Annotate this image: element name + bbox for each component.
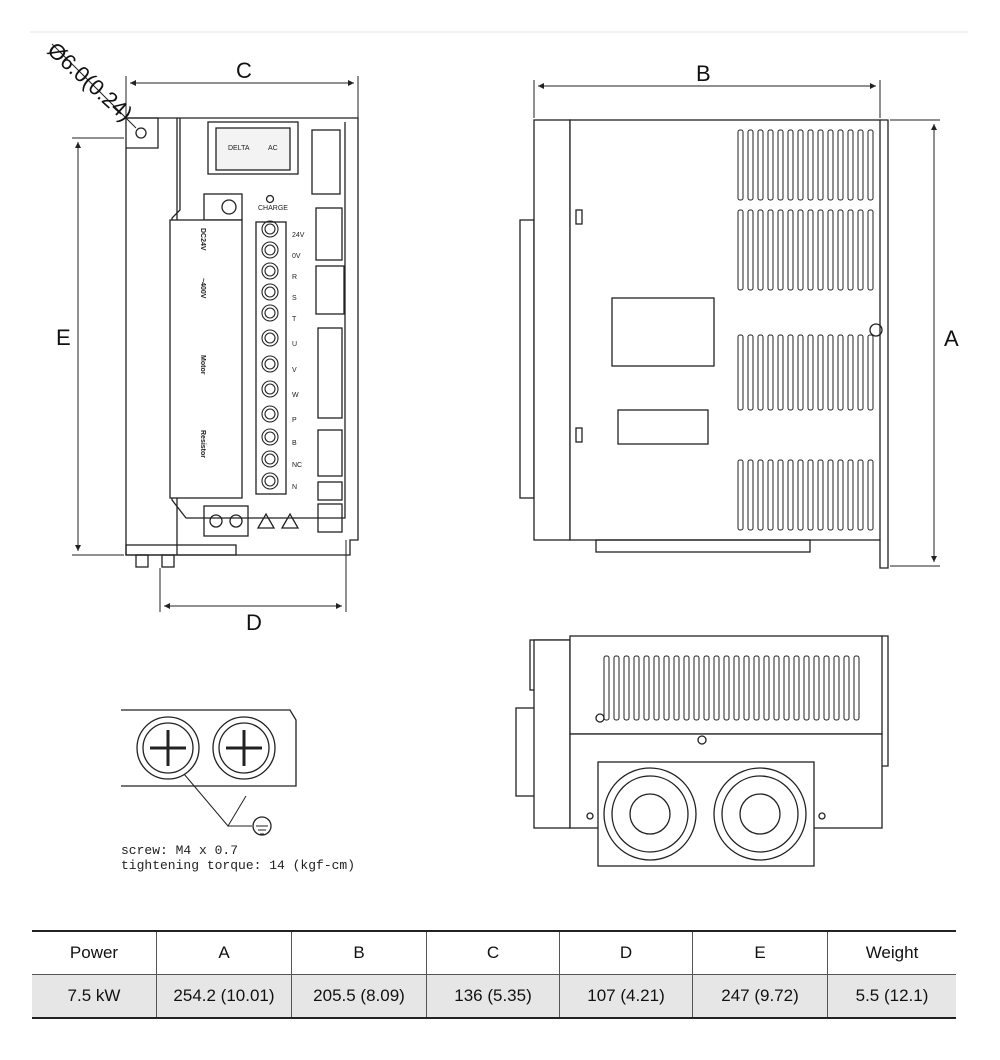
terminal-screw bbox=[261, 355, 279, 373]
table-header: A bbox=[156, 930, 292, 975]
side-label-window bbox=[611, 297, 715, 367]
terminal-screw bbox=[261, 220, 279, 238]
table-cell: 205.5 (8.09) bbox=[291, 974, 427, 1019]
table-header-row: Power A B C D E Weight bbox=[32, 930, 956, 975]
front-view: DELTA AC CHARGE bbox=[125, 117, 359, 568]
svg-text:AC: AC bbox=[268, 145, 278, 152]
terminal-screw bbox=[261, 283, 279, 301]
torque-note: tightening torque: 14 (kgf-cm) bbox=[121, 858, 356, 873]
dimension-drawing: DELTA AC CHARGE 24V 0V R S T bbox=[30, 31, 968, 867]
terminal-label: NC bbox=[292, 462, 302, 469]
terminal-screw bbox=[261, 450, 279, 468]
terminal-screw bbox=[261, 304, 279, 322]
screw-note: screw: M4 x 0.7 bbox=[121, 843, 239, 858]
terminal-screw bbox=[261, 428, 279, 446]
terminal-screw bbox=[261, 329, 279, 347]
side-view bbox=[519, 119, 889, 569]
charge-led bbox=[265, 194, 275, 204]
table-header: Power bbox=[32, 930, 157, 975]
fan-left bbox=[603, 767, 697, 861]
terminal-label: 0V bbox=[292, 253, 301, 260]
terminal-screw bbox=[261, 472, 279, 490]
terminal-screw bbox=[261, 262, 279, 280]
charge-label: CHARGE bbox=[258, 205, 288, 212]
mounting-hole bbox=[135, 127, 147, 139]
dimension-table: Power A B C D E Weight 7.5 kW 254.2 (10.… bbox=[32, 930, 956, 1019]
dimension-d-label: D bbox=[246, 610, 262, 635]
dimension-e-label: E bbox=[56, 325, 71, 350]
ground-screw-detail bbox=[121, 709, 297, 836]
terminal-label: T bbox=[292, 316, 297, 323]
terminal-label: R bbox=[292, 274, 297, 281]
dimension-c-label: C bbox=[236, 58, 252, 83]
terminal-label: 24V bbox=[292, 232, 305, 239]
terminal-label: P bbox=[292, 417, 297, 424]
table-header: C bbox=[426, 930, 560, 975]
terminal-label: S bbox=[292, 295, 297, 302]
table-cell: 254.2 (10.01) bbox=[156, 974, 292, 1019]
group-label-motor: Motor bbox=[199, 355, 206, 375]
group-label-resistor: Resistor bbox=[199, 430, 206, 458]
group-label-dc24v: DC24V bbox=[199, 228, 206, 251]
table-cell: 247 (9.72) bbox=[692, 974, 828, 1019]
bottom-view bbox=[515, 635, 889, 867]
hole-diameter-label: Ø6.0(0.24) bbox=[43, 37, 138, 126]
terminal-label: W bbox=[292, 392, 299, 399]
side-label-window bbox=[617, 409, 709, 445]
terminal-block: 24V 0V R S T U V W P B NC N DC24V ~400V … bbox=[199, 220, 305, 491]
table-header: Weight bbox=[827, 930, 956, 975]
table-cell: 5.5 (12.1) bbox=[827, 974, 956, 1019]
ground-icon bbox=[252, 816, 272, 836]
terminal-screw bbox=[261, 241, 279, 259]
table-row: 7.5 kW 254.2 (10.01) 205.5 (8.09) 136 (5… bbox=[32, 974, 956, 1019]
table-header: E bbox=[692, 930, 828, 975]
table-header: B bbox=[291, 930, 427, 975]
ground-screw-right bbox=[212, 716, 276, 780]
table-header: D bbox=[559, 930, 693, 975]
terminal-label: B bbox=[292, 440, 297, 447]
svg-text:DELTA: DELTA bbox=[228, 145, 250, 152]
group-label-ac400v: ~400V bbox=[199, 278, 206, 299]
terminal-screw bbox=[261, 380, 279, 398]
terminal-label: V bbox=[292, 367, 297, 374]
table-cell: 7.5 kW bbox=[32, 974, 157, 1019]
terminal-label: U bbox=[292, 341, 297, 348]
table-cell: 136 (5.35) bbox=[426, 974, 560, 1019]
dimension-b-label: B bbox=[696, 61, 711, 86]
terminal-screw bbox=[261, 405, 279, 423]
fan-right bbox=[713, 767, 807, 861]
dimension-a-label: A bbox=[944, 326, 959, 351]
ground-screw-left bbox=[136, 716, 200, 780]
table-cell: 107 (4.21) bbox=[559, 974, 693, 1019]
terminal-label: N bbox=[292, 484, 297, 491]
